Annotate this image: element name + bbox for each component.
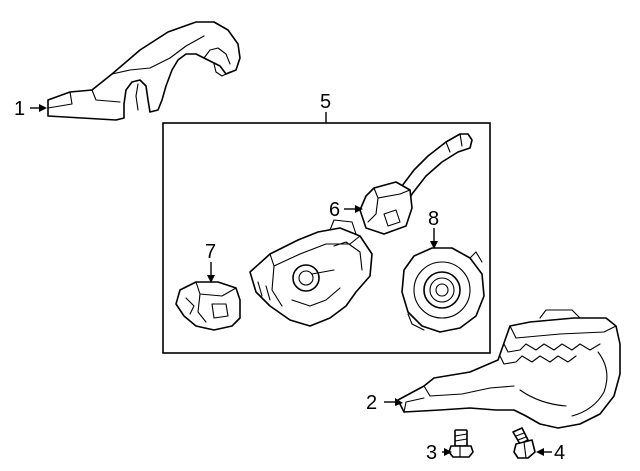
- bolt-4: [512, 427, 536, 459]
- callout-4: 4: [554, 442, 565, 464]
- leader-7: [207, 262, 215, 283]
- lower-column-shroud: [397, 309, 621, 429]
- leader-1: [30, 104, 47, 112]
- callout-1: 1: [14, 98, 25, 120]
- leader-3: [442, 448, 452, 456]
- callout-2: 2: [366, 392, 377, 414]
- upper-column-shroud: [47, 21, 241, 121]
- leader-4: [536, 448, 552, 456]
- callout-3: 3: [426, 442, 437, 464]
- leader-2: [384, 398, 403, 406]
- clock-spring: [401, 247, 485, 333]
- lock-housing: [249, 219, 373, 327]
- callout-5: 5: [320, 91, 331, 113]
- bolt-3: [448, 429, 474, 458]
- callout-8: 8: [428, 208, 439, 230]
- leader-8: [430, 228, 438, 249]
- bracket: [175, 281, 241, 331]
- turn-signal-switch: [359, 133, 473, 235]
- callout-6: 6: [329, 199, 340, 221]
- leader-6: [344, 205, 363, 213]
- callout-7: 7: [205, 241, 216, 263]
